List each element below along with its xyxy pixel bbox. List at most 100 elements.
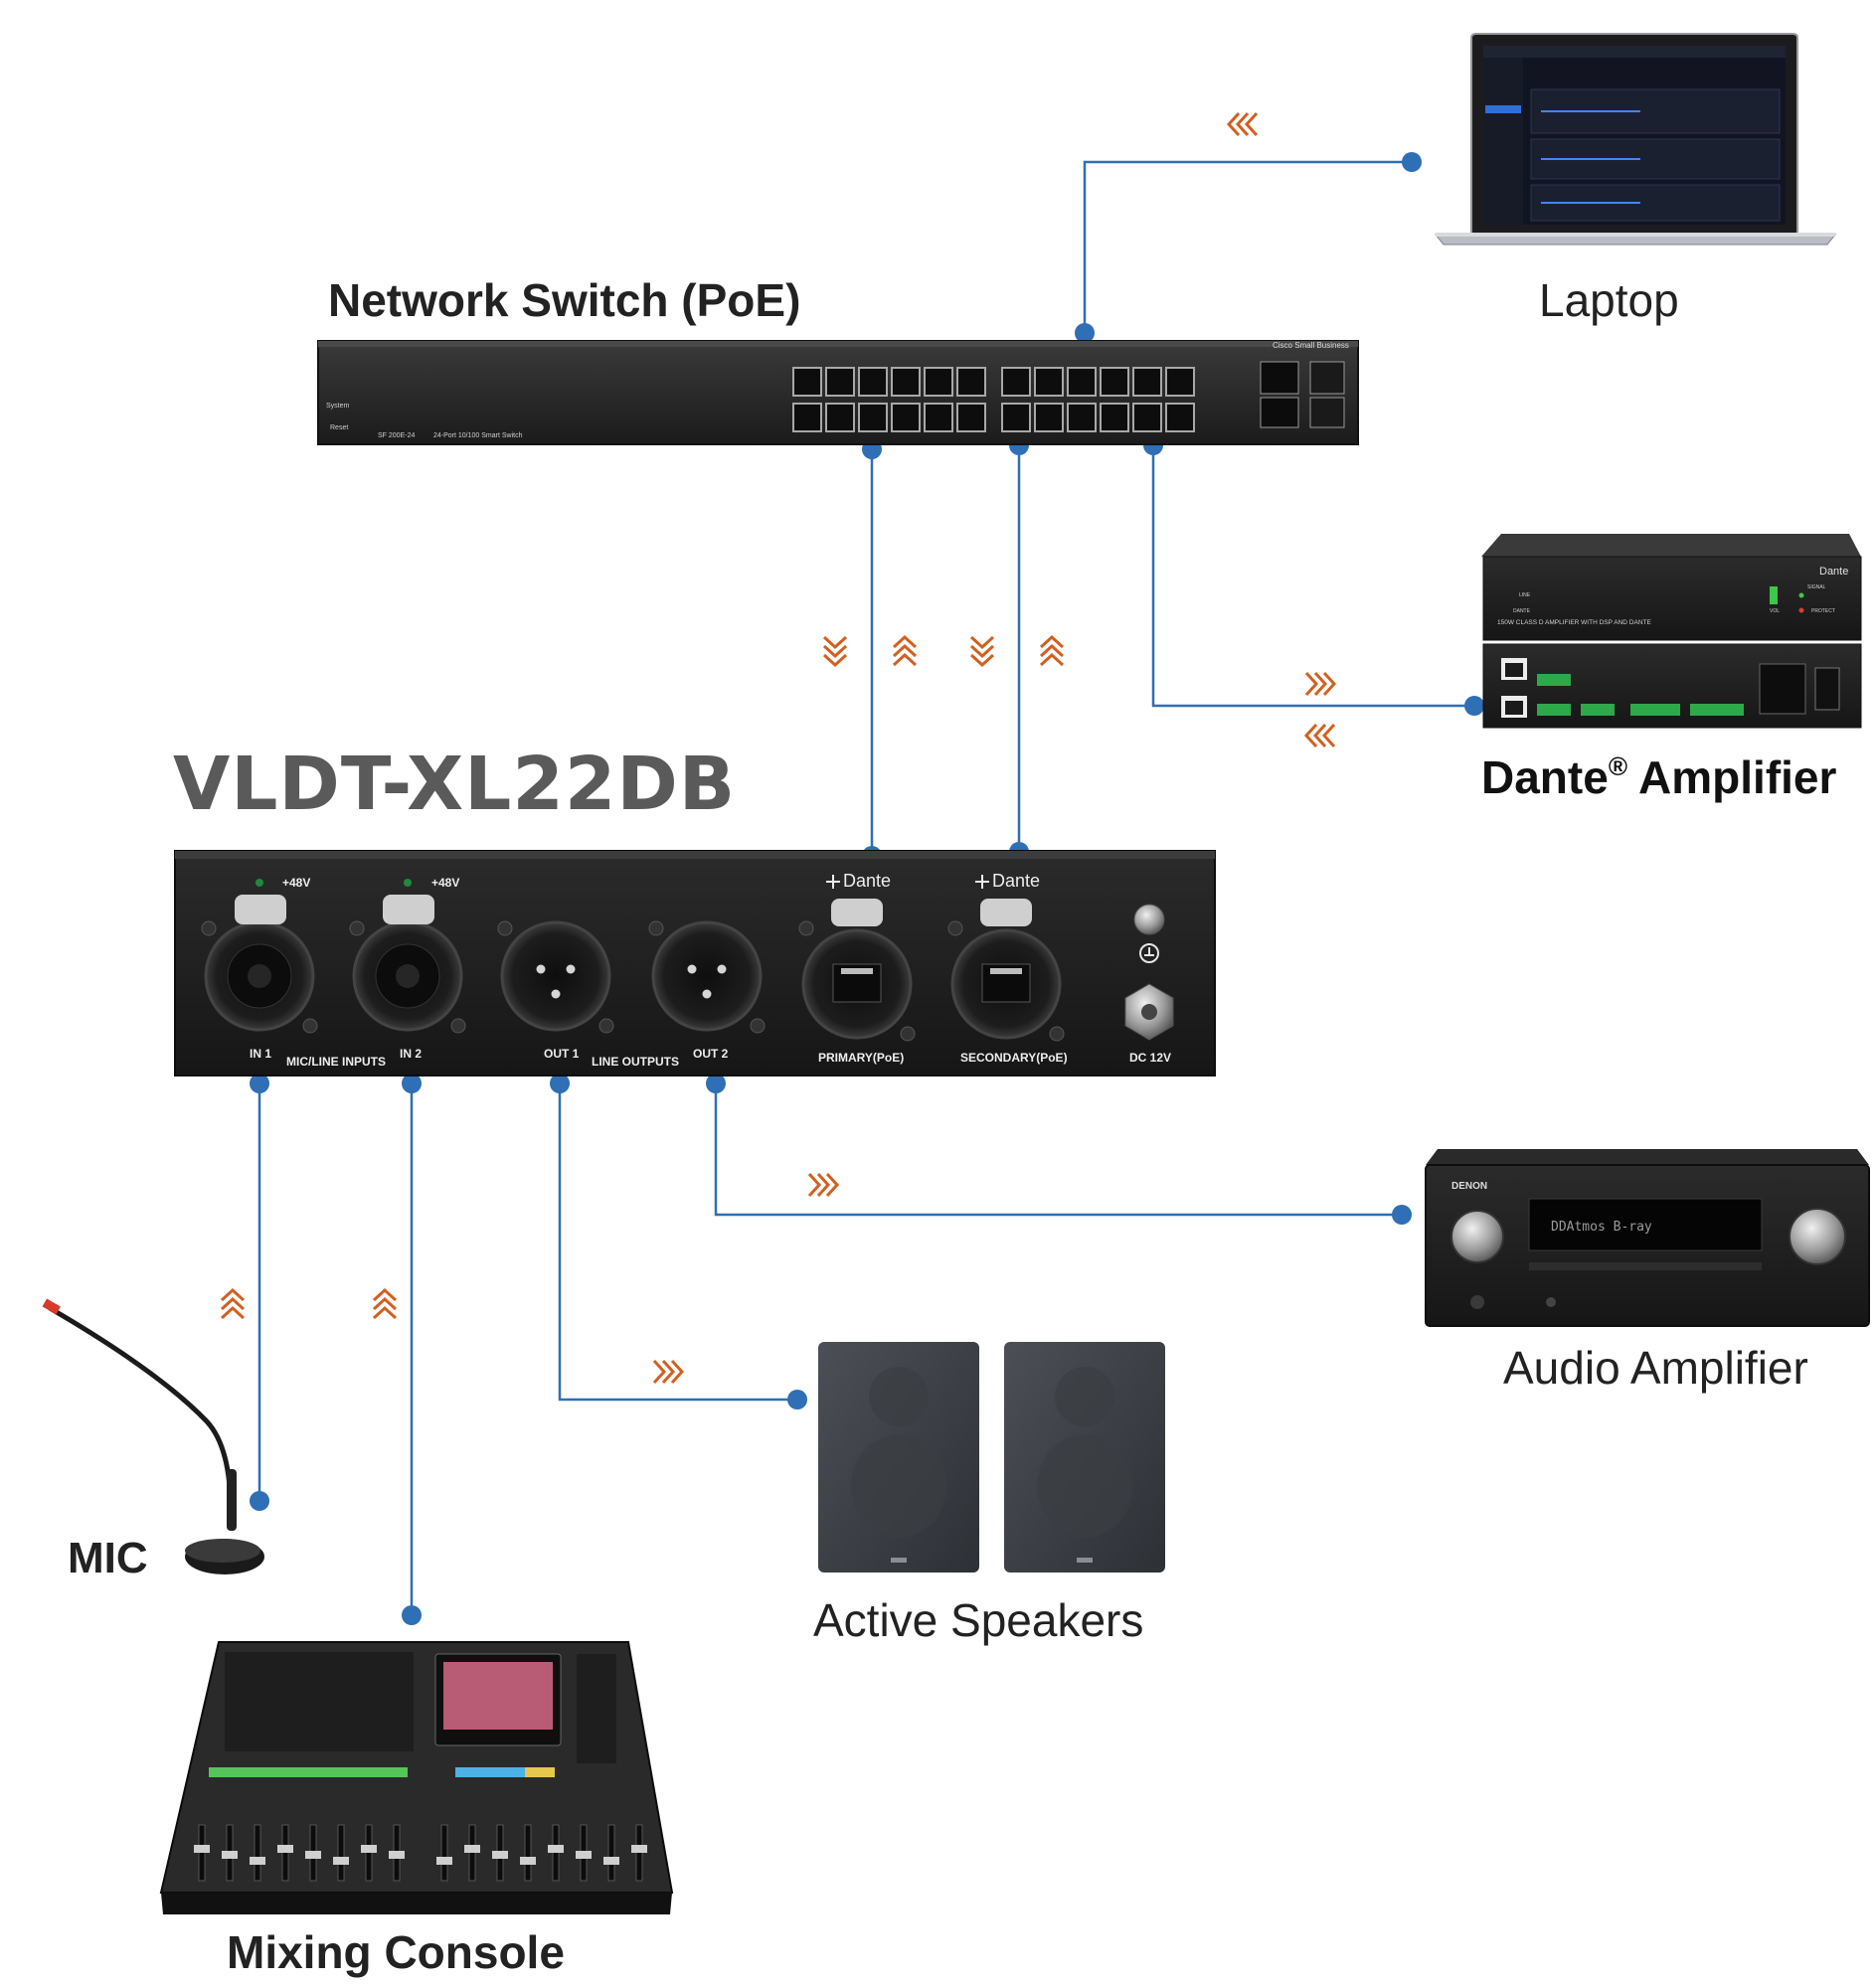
ethernet-port	[1132, 403, 1162, 432]
dot	[1464, 696, 1484, 716]
ethernet-port	[956, 367, 986, 397]
fader-knob	[631, 1845, 647, 1853]
dc-jack	[1124, 983, 1174, 1041]
arrow-chevron-icon	[969, 635, 995, 668]
network-switch-label: Network Switch (PoE)	[328, 274, 800, 326]
dot	[706, 1074, 726, 1093]
ethernet-port	[792, 403, 822, 432]
laptop-label: Laptop	[1539, 274, 1679, 326]
fader-knob	[222, 1851, 238, 1859]
xlr-out1	[497, 920, 614, 1034]
ground-screw	[1133, 904, 1165, 935]
ethernet-port	[891, 367, 921, 397]
rj45-primary	[798, 899, 916, 1042]
fader-knob	[361, 1845, 377, 1853]
ground-icon	[1139, 943, 1159, 963]
line-switch-laptop	[1083, 160, 1412, 327]
fader-knob	[389, 1851, 405, 1859]
xlr-out2	[648, 920, 766, 1034]
out1-label: OUT 1	[544, 1047, 580, 1061]
arrow-chevron-icon	[807, 1172, 840, 1198]
ethernet-port	[956, 403, 986, 432]
audio-amplifier: DENON DDAtmos B-ray	[1425, 1149, 1870, 1327]
line-out1-speakers	[558, 1083, 797, 1402]
line-switch-dante-amp	[1151, 445, 1474, 708]
active-speakers	[818, 1342, 1165, 1573]
ethernet-port	[792, 367, 822, 397]
dot	[787, 1390, 807, 1409]
fader-knob	[250, 1857, 265, 1865]
vldt-xl22db-device: +48V +48V IN 1 MIC/LINE INPUTS IN 2 OUT …	[174, 850, 1216, 1077]
dot	[250, 1491, 269, 1511]
dante-amp-line-label: LINE	[1519, 592, 1531, 598]
arrow-chevron-icon	[372, 1287, 398, 1320]
switch-model-label: SF 200E-24	[378, 432, 415, 439]
line-out2-audio-amp	[714, 1083, 1402, 1217]
mixing-console-label: Mixing Console	[227, 1926, 565, 1978]
combo-jack-in1	[201, 879, 318, 1034]
switch-description-label: 24-Port 10/100 Smart Switch	[433, 432, 523, 439]
rj45-secondary	[947, 899, 1065, 1042]
switch-system-label: System	[326, 403, 350, 410]
dante-logo-primary: Dante	[843, 871, 891, 891]
signal-arrows	[220, 111, 1337, 1385]
ethernet-port	[1067, 403, 1097, 432]
ethernet-port	[858, 367, 888, 397]
ethernet-port	[1100, 403, 1129, 432]
dante-logo-secondary: Dante	[992, 871, 1040, 891]
phantom-label-2: +48V	[431, 876, 459, 890]
ethernet-port	[1034, 403, 1064, 432]
ethernet-port	[1034, 367, 1064, 397]
arrow-chevron-icon	[892, 634, 918, 667]
connector-lines	[257, 160, 1474, 1615]
fader-knob	[305, 1851, 321, 1859]
dante-amplifier: Dante 150W CLASS D AMPLIFIER WITH DSP AN…	[1481, 534, 1862, 729]
fader-knob	[464, 1845, 480, 1853]
dante-amp-vol-label: VOL	[1770, 608, 1780, 614]
out2-label: OUT 2	[693, 1047, 729, 1061]
ethernet-port	[1165, 403, 1195, 432]
fader-knob	[436, 1857, 452, 1865]
switch-brand-label: Cisco Small Business	[1273, 341, 1349, 350]
ethernet-port	[1001, 403, 1031, 432]
dante-icon	[826, 875, 989, 889]
ethernet-port	[1165, 367, 1195, 397]
ethernet-port	[1132, 367, 1162, 397]
dot	[250, 1074, 269, 1093]
dot	[1392, 1205, 1412, 1225]
network-switch: System Reset SF 200E-24 24-Port 10/100 S…	[317, 340, 1359, 445]
phantom-label-1: +48V	[282, 876, 310, 890]
dante-amp-signal-label: SIGNAL	[1807, 584, 1826, 590]
arrow-chevron-icon	[1304, 671, 1337, 697]
ethernet-port	[858, 403, 888, 432]
faders	[194, 1824, 647, 1882]
combo-jack-in2	[349, 879, 466, 1034]
dante-amp-caption: 150W CLASS D AMPLIFIER WITH DSP AND DANT…	[1497, 619, 1651, 626]
fader-track	[337, 1824, 345, 1882]
dot	[550, 1074, 570, 1093]
in1-label: IN 1	[250, 1047, 271, 1061]
ethernet-port	[891, 403, 921, 432]
audio-amplifier-label: Audio Amplifier	[1503, 1342, 1808, 1394]
receiver-display: DDAtmos B-ray	[1551, 1220, 1652, 1235]
mixing-console	[159, 1641, 674, 1914]
dante-amp-protect-label: PROTECT	[1811, 608, 1835, 614]
arrow-chevron-icon	[1226, 111, 1259, 137]
dante-amplifier-label: Dante® Amplifier	[1481, 751, 1837, 803]
fader-knob	[194, 1845, 210, 1853]
secondary-label: SECONDARY(PoE)	[960, 1051, 1068, 1065]
ethernet-port	[825, 367, 855, 397]
ethernet-port	[1067, 367, 1097, 397]
ethernet-port	[825, 403, 855, 432]
receiver-brand: DENON	[1451, 1181, 1487, 1192]
mic-label: MIC	[68, 1534, 148, 1582]
line-outputs-label: LINE OUTPUTS	[592, 1055, 679, 1069]
arrow-chevron-icon	[220, 1287, 246, 1320]
arrow-chevron-icon	[822, 635, 848, 668]
fader-knob	[520, 1857, 536, 1865]
fader-knob	[277, 1845, 293, 1853]
ethernet-port	[924, 403, 953, 432]
microphone	[42, 1298, 264, 1574]
dante-amp-dante-label: DANTE	[1513, 608, 1531, 614]
